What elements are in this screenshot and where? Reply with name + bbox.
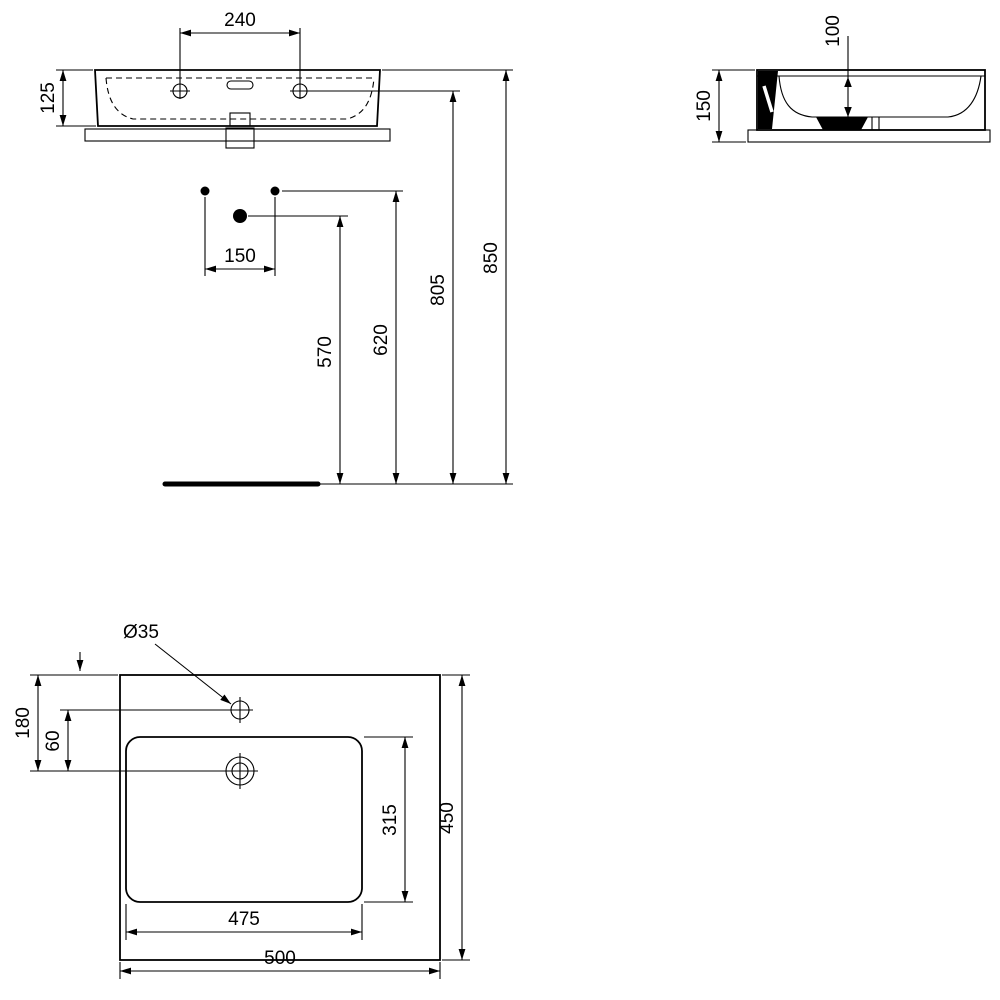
bracket-slot	[762, 85, 774, 113]
dim-fixing-height: 805	[308, 90, 460, 484]
dim-bowl-width: 475	[125, 904, 363, 940]
tap-hole-plan	[227, 697, 253, 723]
front-view: 240 125 150 570 620 805	[38, 10, 513, 487]
supply-dot-right	[270, 186, 280, 196]
dim-drain-setback: 180	[13, 674, 224, 772]
dim-supply-spacing: 150	[204, 197, 276, 276]
dim-overall-width-label: 500	[264, 948, 296, 969]
dim-drain-setback-label: 180	[13, 707, 34, 739]
basin-bowl-hidden-line	[105, 77, 375, 120]
bowl-profile-line	[778, 75, 982, 118]
dim-supply-spacing-label: 150	[224, 246, 256, 267]
drain-trap	[225, 127, 255, 149]
dim-tap-setback-label: 60	[43, 730, 64, 751]
dim-supply-height-label: 620	[371, 324, 392, 356]
dim-overall-width: 500	[119, 948, 441, 979]
side-view: 100 150	[694, 15, 991, 143]
dim-rim-height-label: 850	[481, 242, 502, 274]
basin-front-outline	[94, 69, 381, 127]
dim-overall-height-label: 150	[694, 90, 715, 122]
dim-drain-height-label: 570	[315, 336, 336, 368]
drain-dot	[233, 209, 247, 223]
waste-outlet	[229, 112, 251, 127]
dim-bowl-width-label: 475	[228, 909, 260, 930]
dim-drain-height: 570	[248, 215, 348, 484]
dim-tap-setback: 60	[43, 709, 229, 771]
basin-side-outline	[756, 69, 986, 131]
countertop-hatch-side	[747, 129, 991, 143]
dim-supply-height: 620	[282, 190, 403, 484]
dim-bowl-depth-side: 100	[823, 15, 852, 117]
plan-view: Ø35 180 60 315 450	[13, 622, 470, 979]
trap-section	[816, 117, 868, 130]
dim-overall-depth-label: 450	[437, 802, 458, 834]
dim-hole-spacing-label: 240	[224, 10, 256, 31]
dim-fixing-height-label: 805	[428, 274, 449, 306]
dim-front-height: 125	[38, 69, 96, 127]
dim-front-height-label: 125	[38, 82, 59, 114]
dim-overall-height: 150	[694, 69, 755, 143]
dim-hole-spacing: 240	[179, 10, 301, 99]
dim-bowl-depth-side-label: 100	[823, 15, 844, 47]
dim-bowl-depth-plan: 315	[364, 736, 413, 903]
bowl-plan-outline	[125, 736, 363, 903]
dim-tap-hole-diameter-label: Ø35	[123, 622, 159, 643]
arrow-down	[844, 107, 852, 117]
arrow-up	[844, 77, 852, 87]
leader-line	[154, 643, 232, 705]
basin-plan-outline	[119, 674, 441, 961]
dim-overall-depth: 450	[437, 674, 470, 961]
supply-dot-left	[200, 186, 210, 196]
countertop-hatch	[84, 128, 391, 142]
dim-bowl-depth-plan-label: 315	[380, 804, 401, 836]
dim-tap-hole-diameter: Ø35	[123, 622, 232, 705]
drain-hole-plan	[222, 753, 258, 789]
dim-rim-height: 850	[382, 69, 513, 484]
overflow-slot	[226, 80, 254, 90]
